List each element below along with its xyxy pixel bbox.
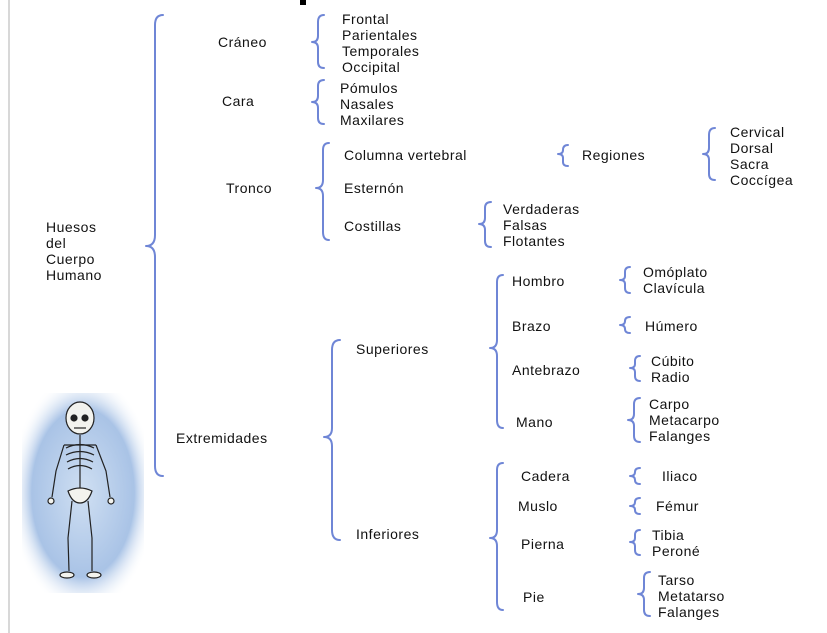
muslo-item: Fémur <box>656 498 699 514</box>
antebrazo-label: Antebrazo <box>512 362 581 378</box>
brace-cadera <box>629 467 641 485</box>
list-item: Falanges <box>658 604 720 620</box>
list-item: Tibia <box>652 527 685 543</box>
brace-brazo <box>619 316 631 334</box>
muslo-label: Muslo <box>518 498 558 514</box>
regiones-label: Regiones <box>582 147 646 163</box>
brace-root <box>145 14 164 477</box>
list-item: Sacra <box>730 156 770 172</box>
brace-cara <box>311 79 325 125</box>
tronco-label: Tronco <box>226 180 273 196</box>
list-item: Cúbito <box>651 353 695 369</box>
superiores-label: Superiores <box>356 341 429 357</box>
extremidades-label: Extremidades <box>176 430 268 446</box>
inferiores-label: Inferiores <box>356 526 420 542</box>
root-label-line: Humano <box>46 267 102 283</box>
cara-label: Cara <box>222 93 255 109</box>
costillas-label: Costillas <box>344 218 402 234</box>
brace-mano <box>627 397 641 443</box>
root-label-line: Cuerpo <box>46 251 95 267</box>
top-mark <box>300 0 306 5</box>
cadera-item: Iliaco <box>662 468 698 484</box>
brace-tronco <box>315 142 330 241</box>
brace-pie <box>637 571 651 617</box>
regiones-list: Cervical Dorsal Sacra Coccígea <box>730 124 793 188</box>
list-item: Maxilares <box>340 112 405 128</box>
pie-label: Pie <box>523 589 545 605</box>
pie-list: Tarso Metatarso Falanges <box>658 572 725 620</box>
list-item: Radio <box>651 369 691 385</box>
list-item: Frontal <box>342 11 390 27</box>
craneo-list: Frontal Parientales Temporales Occipital <box>342 11 419 75</box>
brace-pierna <box>629 529 641 556</box>
brace-hombro <box>619 266 631 294</box>
list-item: Dorsal <box>730 140 774 156</box>
esternon-label: Esternón <box>344 180 405 196</box>
left-edge-line <box>8 0 10 633</box>
skeleton-illustration <box>22 393 144 593</box>
brace-muslo <box>629 497 641 515</box>
list-item: Falsas <box>503 217 548 233</box>
craneo-label: Cráneo <box>218 34 267 50</box>
root-label: Huesos del Cuerpo Humano <box>46 219 102 283</box>
pierna-label: Pierna <box>521 536 565 552</box>
brace-regiones <box>702 127 716 181</box>
list-item: Flotantes <box>503 233 566 249</box>
root-label-line: del <box>46 235 67 251</box>
list-item: Verdaderas <box>503 201 580 217</box>
list-item: Falanges <box>649 428 711 444</box>
brazo-label: Brazo <box>512 318 552 334</box>
brace-craneo <box>311 14 325 69</box>
brace-antebrazo <box>629 355 641 382</box>
root-label-line: Huesos <box>46 219 97 235</box>
columna-label: Columna vertebral <box>344 147 467 163</box>
costillas-list: Verdaderas Falsas Flotantes <box>503 201 580 249</box>
mano-list: Carpo Metacarpo Falanges <box>649 396 720 444</box>
brace-inferiores <box>489 462 504 611</box>
list-item: Peroné <box>652 543 701 559</box>
mano-label: Mano <box>516 414 554 430</box>
list-item: Clavícula <box>643 280 706 296</box>
list-item: Pómulos <box>340 80 398 96</box>
hombro-list: Omóplato Clavícula <box>643 264 708 296</box>
antebrazo-list: Cúbito Radio <box>651 353 694 385</box>
brace-superiores <box>489 274 504 429</box>
cara-list: Pómulos Nasales Maxilares <box>340 80 404 128</box>
list-item: Cervical <box>730 124 785 140</box>
list-item: Occipital <box>342 59 401 75</box>
pierna-list: Tibia Peroné <box>652 527 700 559</box>
brazo-item: Húmero <box>645 318 698 334</box>
brace-costillas <box>478 201 492 248</box>
list-item: Tarso <box>658 572 695 588</box>
brace-regiones-small <box>557 144 569 167</box>
list-item: Coccígea <box>730 172 794 188</box>
list-item: Omóplato <box>643 264 708 280</box>
list-item: Nasales <box>340 96 395 112</box>
list-item: Temporales <box>342 43 420 59</box>
list-item: Carpo <box>649 396 690 412</box>
cadera-label: Cadera <box>521 468 570 484</box>
hombro-label: Hombro <box>512 273 565 289</box>
list-item: Metacarpo <box>649 412 720 428</box>
list-item: Metatarso <box>658 588 725 604</box>
brace-extremidades <box>323 339 341 541</box>
list-item: Parientales <box>342 27 418 43</box>
